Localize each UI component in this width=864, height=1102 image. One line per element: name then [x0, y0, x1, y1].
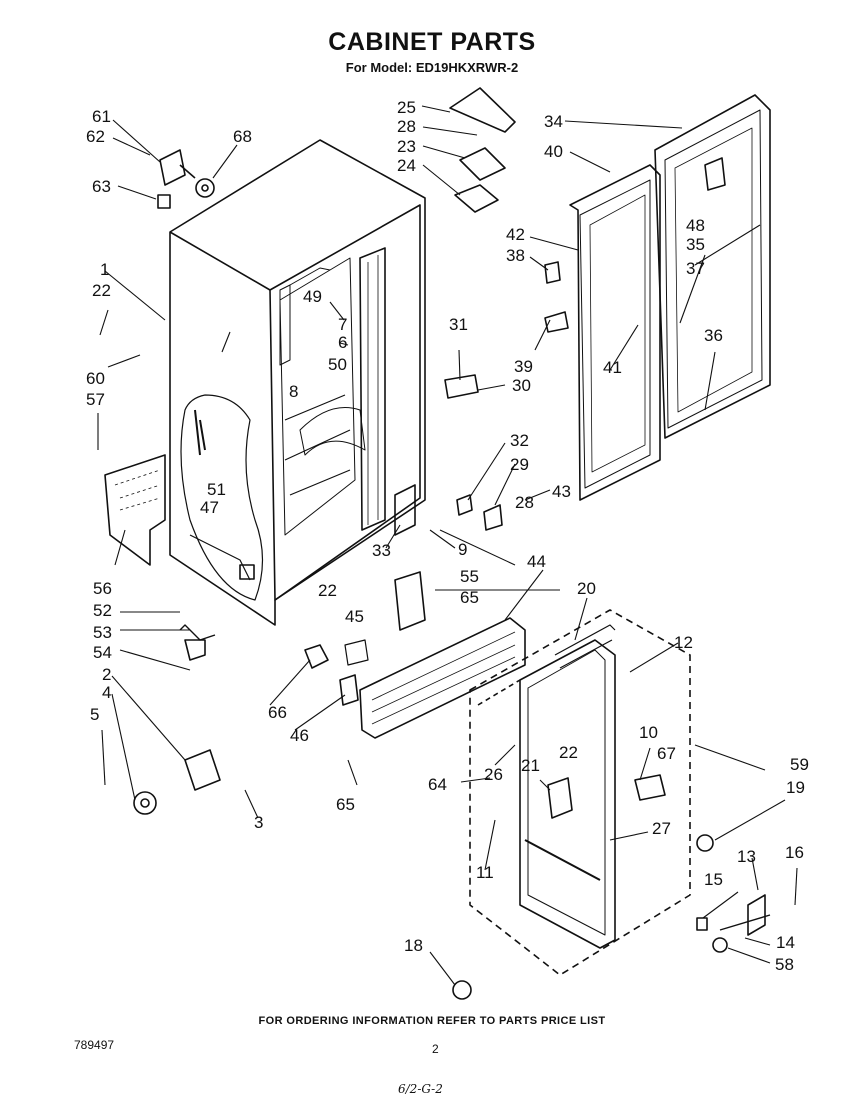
callout-46: 46: [290, 726, 309, 745]
door-assembly-outline: [469, 609, 691, 976]
callout-22: 22: [559, 743, 578, 762]
callout-35: 35: [686, 235, 705, 254]
callout-68: 68: [233, 127, 252, 146]
callout-53: 53: [93, 623, 112, 642]
cabinet-shell: [169, 139, 426, 626]
fresh-food-door: [519, 639, 616, 949]
callout-66: 66: [268, 703, 287, 722]
callout-57: 57: [86, 390, 105, 409]
callout-3: 3: [254, 813, 263, 832]
top-hinge-cap: [449, 87, 516, 133]
callout-26: 26: [484, 765, 503, 784]
callout-38: 38: [506, 246, 525, 265]
callout-21: 21: [521, 756, 540, 775]
callout-62: 62: [86, 127, 105, 146]
door-gasket-left: [569, 164, 661, 501]
callout-28: 28: [397, 117, 416, 136]
callout-4: 4: [102, 683, 111, 702]
callout-58: 58: [775, 955, 794, 974]
callout-8: 8: [289, 382, 298, 401]
door-stop-cap: [452, 980, 472, 1000]
callout-24: 24: [397, 156, 416, 175]
callout-6: 6: [338, 333, 347, 352]
callout-5: 5: [90, 705, 99, 724]
callout-15: 15: [704, 870, 723, 889]
callout-22: 22: [92, 281, 111, 300]
callout-7: 7: [338, 315, 347, 334]
callout-23: 23: [397, 137, 416, 156]
callout-47: 47: [200, 498, 219, 517]
callout-14: 14: [776, 933, 795, 952]
cabinet-front-opening: [269, 204, 421, 601]
callout-12: 12: [674, 633, 693, 652]
callout-40: 40: [544, 142, 563, 161]
cabinet-drawing: [104, 87, 771, 1000]
callout-49: 49: [303, 287, 322, 306]
callout-30: 30: [512, 376, 531, 395]
callout-18: 18: [404, 936, 423, 955]
callout-65: 65: [460, 588, 479, 607]
handwritten-note: 6/2-G-2: [398, 1082, 443, 1096]
door-gasket-right: [654, 94, 771, 439]
callout-41: 41: [603, 358, 622, 377]
callout-25: 25: [397, 98, 416, 117]
callout-32: 32: [510, 431, 529, 450]
callout-2: 2: [102, 665, 111, 684]
callout-27: 27: [652, 819, 671, 838]
callout-22: 22: [318, 581, 337, 600]
callout-50: 50: [328, 355, 347, 374]
callout-16: 16: [785, 843, 804, 862]
roller: [133, 791, 157, 815]
callout-20: 20: [577, 579, 596, 598]
callout-65: 65: [336, 795, 355, 814]
back-panel: [104, 454, 166, 566]
callout-52: 52: [93, 601, 112, 620]
hinge-bushing: [195, 178, 215, 198]
cabinet-rail: [359, 247, 386, 531]
callout-1: 1: [100, 260, 109, 279]
callout-63: 63: [92, 177, 111, 196]
callout-28: 28: [515, 493, 534, 512]
callout-11: 11: [476, 863, 494, 882]
callout-55: 55: [460, 567, 479, 586]
callout-48: 48: [686, 216, 705, 235]
callout-44: 44: [527, 552, 546, 571]
callout-10: 10: [639, 723, 658, 742]
callout-64: 64: [428, 775, 447, 794]
callout-36: 36: [704, 326, 723, 345]
callout-59: 59: [790, 755, 809, 774]
callout-67: 67: [657, 744, 676, 763]
callout-19: 19: [786, 778, 805, 797]
leader-lines: [97, 105, 798, 986]
callout-43: 43: [552, 482, 571, 501]
callout-60: 60: [86, 369, 105, 388]
hinge-pin: [159, 149, 186, 186]
callout-45: 45: [345, 607, 364, 626]
callout-54: 54: [93, 643, 112, 662]
callout-51: 51: [207, 480, 226, 499]
model-line: For Model: ED19HKXRWR-2: [345, 60, 519, 75]
diagram-code: 789497: [74, 1038, 115, 1052]
ordering-note: FOR ORDERING INFORMATION REFER TO PARTS …: [258, 1015, 606, 1027]
page-title: CABINET PARTS: [328, 28, 536, 56]
wiring-harness: [180, 394, 264, 601]
callout-42: 42: [506, 225, 525, 244]
callout-37: 37: [686, 259, 705, 278]
callout-56: 56: [93, 579, 112, 598]
callout-61: 61: [92, 107, 111, 126]
callout-34: 34: [544, 112, 563, 131]
callout-39: 39: [514, 357, 533, 376]
page-number: 2: [432, 1042, 439, 1056]
callout-29: 29: [510, 455, 529, 474]
callout-9: 9: [458, 540, 467, 559]
callout-31: 31: [449, 315, 468, 334]
callout-13: 13: [737, 847, 756, 866]
callout-33: 33: [372, 541, 391, 560]
toe-grille: [359, 617, 526, 739]
